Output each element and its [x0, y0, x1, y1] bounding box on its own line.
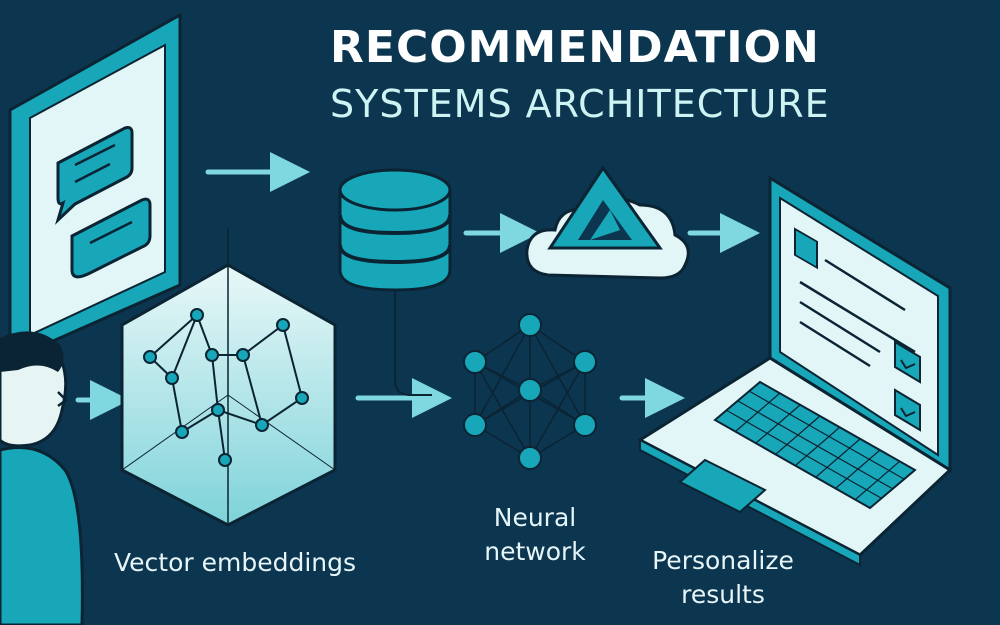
user-avatar-icon: [0, 331, 84, 625]
flow-arrows: [75, 152, 760, 420]
chat-screen-icon: [8, 12, 182, 363]
vector-embeddings-label: Vector embeddings: [113, 548, 357, 577]
laptop-icon: [636, 175, 953, 567]
neural-network-icon: [463, 313, 597, 470]
diagram-subtitle: SYSTEMS ARCHITECTURE: [330, 82, 830, 126]
vector-cube-icon: [120, 228, 337, 527]
diagram-title: RECOMMENDATION: [330, 22, 820, 73]
cloud-model-icon: [525, 165, 690, 280]
neural-network-label: Neural network: [484, 503, 586, 566]
database-icon: [338, 168, 452, 396]
personalize-results-label: Personalize results: [652, 546, 794, 609]
